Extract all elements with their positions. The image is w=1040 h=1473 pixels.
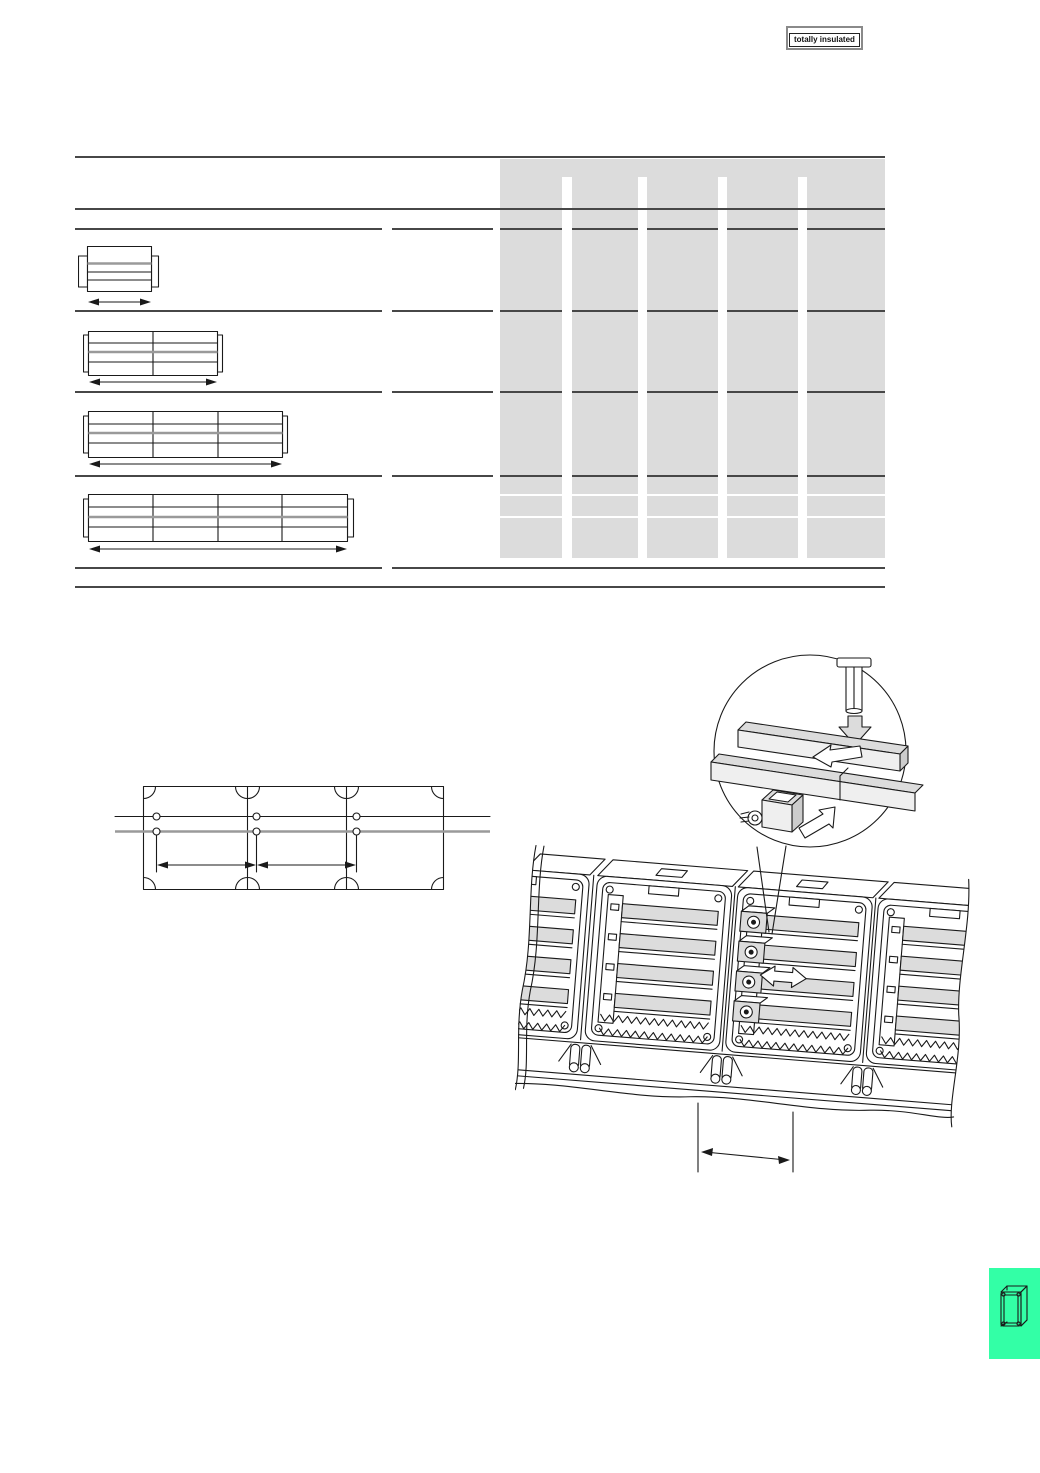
busbar-right-tab — [281, 415, 289, 454]
totally-insulated-badge: totally insulated — [786, 26, 863, 51]
module-pitch-dimension — [697, 1102, 794, 1173]
busbar-diagram-2-modules — [83, 331, 224, 386]
detail-leader-lines — [756, 845, 787, 935]
terminal-clamp — [734, 965, 771, 994]
module-frame-1 — [515, 863, 591, 1040]
busbar-link-upper — [737, 721, 909, 772]
dimension-arrow — [89, 545, 347, 553]
table-row-divider-4 — [75, 475, 885, 477]
spec-table — [75, 156, 885, 588]
module-top-faces — [524, 853, 973, 908]
table-top-rule — [75, 156, 885, 158]
busbar-left-tab — [83, 498, 90, 538]
busbar-lower — [710, 753, 924, 812]
base-rail — [515, 1037, 960, 1112]
slide-left-arrow-icon — [812, 744, 863, 768]
hole-pitch-dimensions — [155, 834, 358, 873]
table-column-shade-2 — [572, 177, 638, 558]
table-subrow-rule-1 — [500, 494, 885, 496]
busbar-diagram-4-modules — [83, 494, 355, 553]
table-column-shade-5 — [807, 177, 885, 558]
table-column-shade-1 — [500, 177, 562, 558]
busbar-right-tab — [216, 334, 224, 373]
busbar-left-tab — [83, 334, 90, 373]
drilling-template-figure — [114, 785, 491, 891]
rail-joint-2 — [710, 1055, 733, 1085]
terminal-clamp — [736, 935, 773, 964]
rail-joint-1 — [568, 1043, 592, 1074]
detail-inset — [710, 654, 924, 848]
busbar-right-tab — [150, 255, 160, 288]
busbar-axis-lines — [114, 815, 491, 833]
busbar-diagram-3-modules — [83, 411, 289, 468]
busbar-right-tab — [346, 498, 355, 538]
busbar-body — [86, 246, 153, 293]
table-subrow-rule-2 — [500, 516, 885, 518]
assembly-figure — [515, 654, 973, 1173]
table-header-band — [500, 159, 885, 177]
rail-joint-3 — [850, 1066, 874, 1096]
module-frame-2 — [583, 875, 733, 1052]
template-outline — [142, 785, 445, 891]
busbar-body — [87, 411, 284, 459]
table-bottom-rule-1 — [75, 567, 885, 569]
mounting-holes — [152, 812, 361, 836]
busbar-diagram-1-module — [78, 246, 160, 306]
table-row-divider-1 — [75, 228, 885, 230]
chapter-tab — [989, 1268, 1040, 1359]
table-head-rule — [75, 208, 885, 210]
dimension-arrow — [89, 460, 282, 468]
terminal-clamp-detail — [739, 789, 804, 833]
terminal-clamp-stack — [732, 905, 776, 1024]
busbar-left-tab — [83, 415, 90, 454]
table-column-shade-3 — [647, 177, 718, 558]
clamp-screw — [739, 810, 763, 826]
dimension-arrow — [89, 378, 217, 386]
insert-up-right-arrow-icon — [798, 806, 836, 839]
torn-edges — [515, 845, 970, 1128]
terminal-clamp — [732, 994, 769, 1024]
dimension-arrow — [88, 298, 151, 306]
enclosure-assembly — [515, 845, 973, 1128]
enclosure-icon — [1000, 1285, 1028, 1327]
table-row-divider-2 — [75, 310, 885, 312]
slide-arrow-icon — [759, 965, 807, 989]
badge-label: totally insulated — [789, 33, 860, 48]
busbar-left-tab — [78, 255, 89, 288]
table-row-divider-3 — [75, 391, 885, 393]
insert-down-arrow-icon — [838, 715, 872, 746]
table-column-shade-4 — [727, 177, 798, 558]
fixing-pin — [836, 657, 872, 715]
table-bottom-rule-2 — [75, 586, 885, 588]
